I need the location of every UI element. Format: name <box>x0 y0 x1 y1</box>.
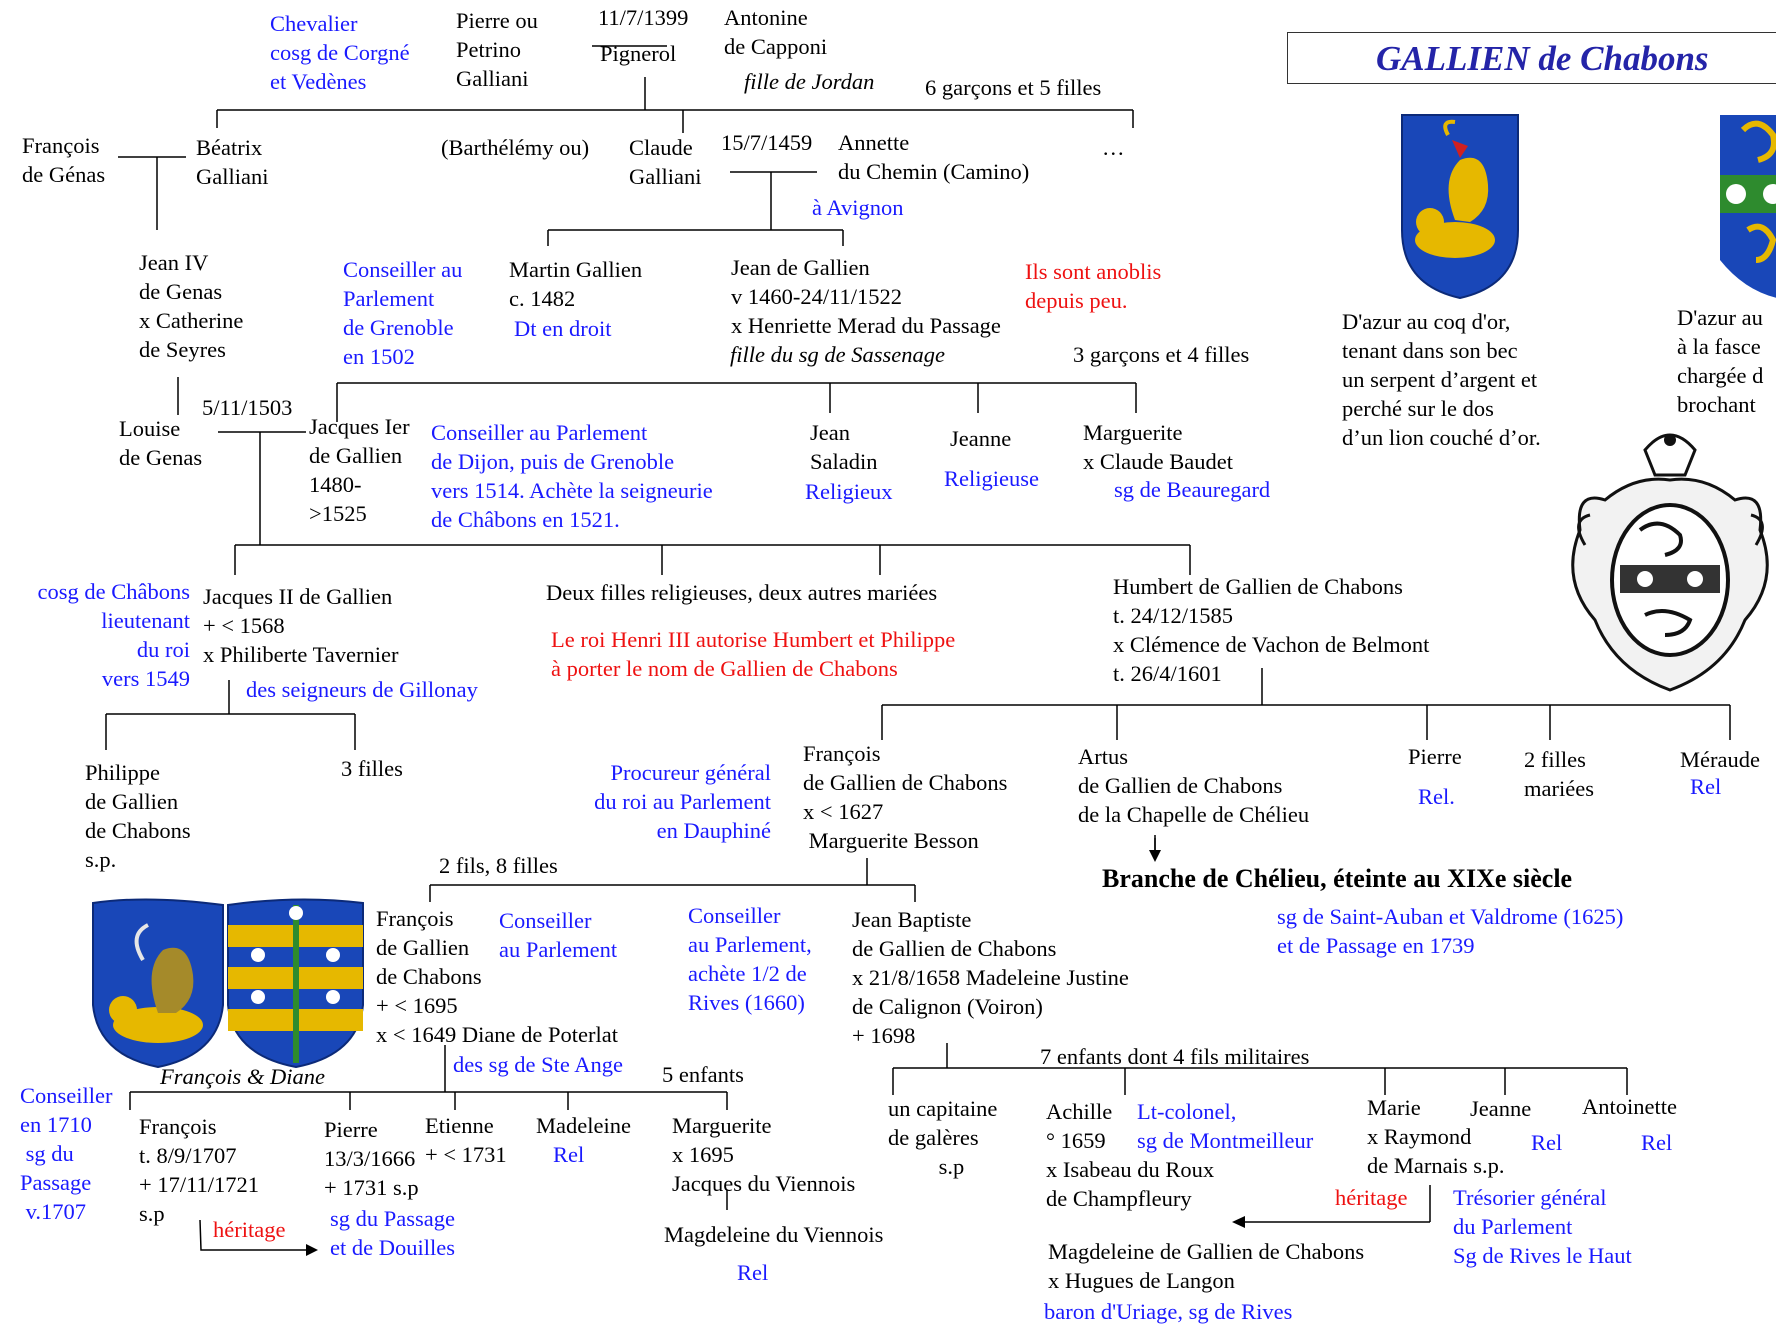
heritage-note-2: héritage <box>1335 1185 1408 1210</box>
magdeleine-du-viennois: Magdeleine du Viennois <box>664 1222 884 1247</box>
place-avignon: à Avignon <box>812 195 904 220</box>
jacques-ier-de-gallien: Jacques Ier de Gallien 1480- >1525 <box>309 414 410 526</box>
antonine-capponi: Antonine de Capponi <box>724 5 828 59</box>
children-count-2: 3 garçons et 4 filles <box>1073 342 1250 367</box>
blazon-description-1: D'azur au coq d'or, tenant dans son bec … <box>1342 309 1541 450</box>
coat-of-arms-fess-icon <box>1720 115 1776 298</box>
jeanne-religieuse: Jeanne <box>950 426 1012 451</box>
anoblis-note: Ils sont anoblis depuis peu. <box>1025 259 1162 313</box>
deux-filles-religieuses: Deux filles religieuses, deux autres mar… <box>546 580 938 605</box>
cosg-chabons-note: cosg de Châbons lieutenant du roi vers 1… <box>37 579 190 691</box>
title-box: GALLIEN de Chabons <box>1287 32 1776 84</box>
dt-en-droit-note: Dt en droit <box>514 316 612 341</box>
ornate-cartouche-arms-icon <box>1571 433 1769 692</box>
page-title: GALLIEN de Chabons <box>1376 39 1709 78</box>
children-count-1: 6 garçons et 5 filles <box>925 75 1102 100</box>
sg-passage-douilles-note: sg du Passage et de Douilles <box>330 1206 455 1260</box>
francois-de-genas: François de Génas <box>22 133 106 187</box>
jean-saladin: Jean Saladin <box>810 420 878 474</box>
conseiller-dijon-note: Conseiller au Parlement de Dijon, puis d… <box>431 420 713 532</box>
martin-gallien: Martin Gallien c. 1482 <box>509 257 643 311</box>
achille: Achille ° 1659 x Isabeau du Roux de Cham… <box>1046 1099 1215 1211</box>
rel-antoinette-note: Rel <box>1641 1130 1673 1155</box>
sept-enfants: 7 enfants dont 4 fils militaires <box>1040 1044 1310 1069</box>
barthelemy-note: (Barthélémy ou) <box>441 135 590 160</box>
humbert-de-gallien: Humbert de Gallien de Chabons t. 24/12/1… <box>1113 574 1430 686</box>
jeanne-2: Jeanne <box>1470 1096 1532 1121</box>
beatrix-galliani: Béatrix Galliani <box>196 135 269 189</box>
conseiller-rives-note: Conseiller au Parlement, achète 1/2 de R… <box>688 903 812 1015</box>
pierre-religieux: Pierre <box>1408 744 1462 769</box>
francois-de-gallien-de-chabons: François de Gallien de Chabons x < 1627 … <box>803 741 1008 853</box>
rel-pierre-note: Rel. <box>1418 784 1455 809</box>
claude-galliani: Claude Galliani <box>629 135 702 189</box>
procureur-note: Procureur général du roi au Parlement en… <box>594 760 771 843</box>
marriage-date-1399: 11/7/1399 <box>598 5 689 30</box>
baron-uriage-note: baron d'Uriage, sg de Rives <box>1044 1299 1293 1324</box>
annette-du-chemin: Annette du Chemin (Camino) <box>838 130 1030 184</box>
roi-henri-iii-note: Le roi Henri III autorise Humbert et Phi… <box>551 627 956 681</box>
antoinette: Antoinette <box>1582 1094 1677 1119</box>
religieux-note: Religieux <box>805 479 893 504</box>
louise-de-genas: Louise de Genas <box>119 416 203 470</box>
rel-magdeleine-note: Rel <box>737 1260 769 1285</box>
francois-diane-caption: François & Diane <box>160 1064 325 1089</box>
conseiller-parlement-note: Conseiller au Parlement <box>499 908 618 962</box>
deux-fils-huit-filles: 2 fils, 8 filles <box>439 853 558 878</box>
blazon-description-2: D'azur au à la fasce chargée d brochant <box>1677 305 1764 417</box>
philippe-de-gallien: Philippe de Gallien de Chabons s.p. <box>85 760 191 872</box>
sg-gillonay-note: des seigneurs de Gillonay <box>246 677 478 702</box>
sg-ste-ange-note: des sg de Ste Ange <box>453 1052 623 1077</box>
rel-jeanne-note: Rel <box>1531 1130 1563 1155</box>
francois-3: François t. 8/9/1707 + 17/11/1721 s.p <box>139 1114 259 1226</box>
magdeleine-de-gallien: Magdeleine de Gallien de Chabons x Hugue… <box>1048 1239 1365 1293</box>
lt-colonel-note: Lt-colonel, sg de Montmeilleur <box>1137 1099 1314 1153</box>
madeleine: Madeleine <box>536 1113 631 1138</box>
francois-de-gallien-2: François de Gallien de Chabons + < 1695 … <box>376 906 619 1047</box>
etienne: Etienne + < 1731 <box>425 1113 507 1167</box>
jean-baptiste-de-gallien: Jean Baptiste de Gallien de Chabons x 21… <box>852 907 1129 1048</box>
heritage-note-1: héritage <box>213 1217 286 1242</box>
capitaine-de-galeres: un capitaine de galères s.p <box>888 1096 998 1179</box>
conseiller-grenoble-note: Conseiller au Parlement de Grenoble en 1… <box>343 257 463 369</box>
pierre-2: Pierre 13/3/1666 + 1731 s.p <box>324 1117 419 1200</box>
ellipsis: … <box>1102 135 1125 160</box>
rel-madeleine-note: Rel <box>553 1142 585 1167</box>
place-pignerol: Pignerol <box>600 41 677 66</box>
marie: Marie x Raymond de Marnais s.p. <box>1367 1095 1505 1178</box>
couple-coats-of-arms-icon <box>92 898 364 1069</box>
fille-de-jordan: fille de Jordan <box>744 69 875 94</box>
deux-filles-mariees: 2 filles mariées <box>1524 747 1594 801</box>
marriage-date-1503: 5/11/1503 <box>202 395 293 420</box>
meraude: Méraude <box>1680 747 1760 772</box>
pierre-galliani: Pierre ou Petrino Galliani <box>456 8 538 91</box>
sg-saint-auban-note: sg de Saint-Auban et Valdrome (1625) et … <box>1277 904 1624 958</box>
trois-filles: 3 filles <box>341 756 403 781</box>
coat-of-arms-rooster-lion-icon <box>1401 114 1519 300</box>
cinq-enfants: 5 enfants <box>662 1062 744 1087</box>
branche-chelieu: Branche de Chélieu, éteinte au XIXe sièc… <box>1102 864 1573 893</box>
jean-de-gallien: Jean de Gallien v 1460-24/11/1522 x Henr… <box>731 255 1001 338</box>
religieuse-note: Religieuse <box>944 466 1039 491</box>
fille-du-sg-sassenage: fille du sg de Sassenage <box>730 342 945 367</box>
jean-iv-de-genas: Jean IV de Genas x Catherine de Seyres <box>139 250 244 362</box>
rel-meraude-note: Rel <box>1690 774 1722 799</box>
sg-beauregard-note: sg de Beauregard <box>1114 477 1271 502</box>
chevalier-note: Chevalier cosg de Corgné et Vedènes <box>270 11 410 94</box>
tresorier-note: Trésorier général du Parlement Sg de Riv… <box>1453 1185 1632 1268</box>
conseiller-1710-note: Conseiller en 1710 sg du Passage v.1707 <box>20 1083 113 1224</box>
marguerite-baudet: Marguerite x Claude Baudet <box>1083 420 1233 474</box>
jacques-ii-de-gallien: Jacques II de Gallien + < 1568 x Philibe… <box>203 584 399 667</box>
marriage-date-1459: 15/7/1459 <box>721 130 813 155</box>
marguerite-du-viennois: Marguerite x 1695 Jacques du Viennois <box>672 1113 856 1196</box>
artus-de-gallien: Artus de Gallien de Chabons de la Chapel… <box>1078 744 1310 827</box>
